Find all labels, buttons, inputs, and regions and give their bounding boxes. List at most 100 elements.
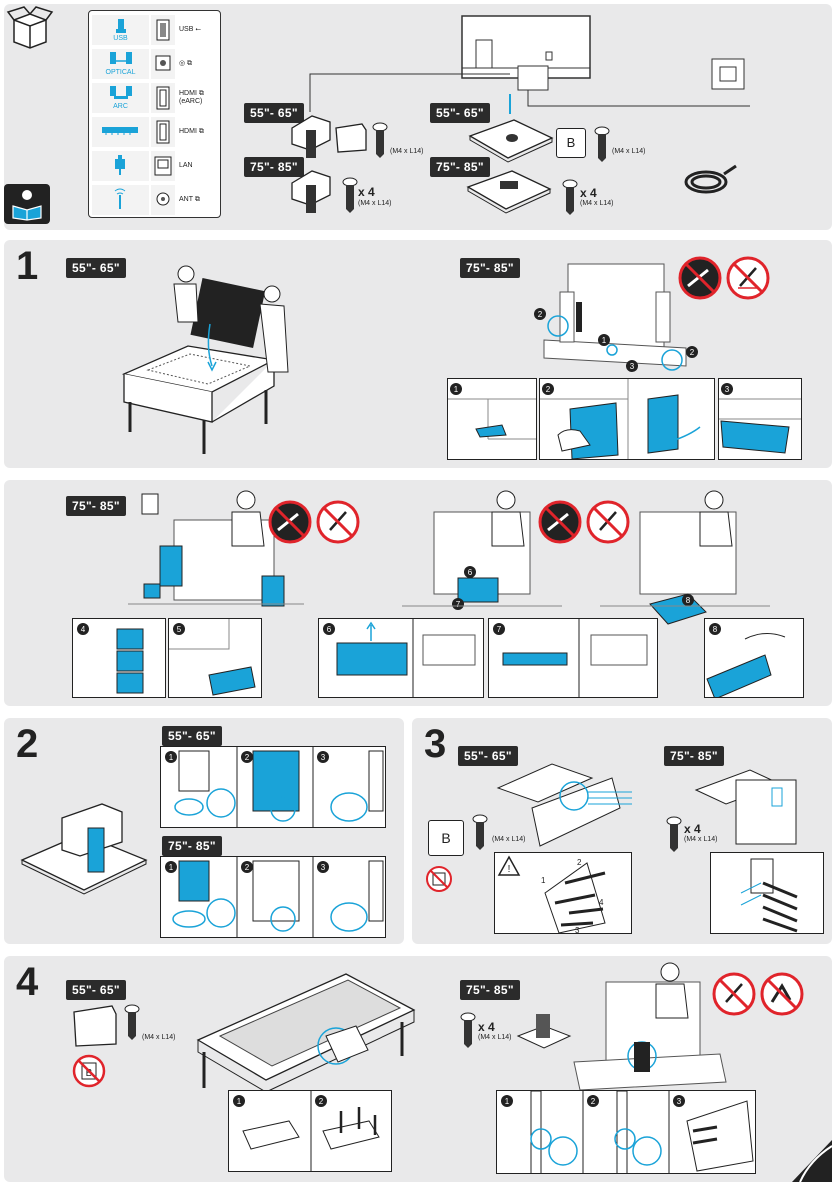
no-cutting-icon (712, 972, 756, 1016)
svg-text:3: 3 (321, 753, 326, 762)
screw-spec-label: (M4 x L14) (358, 200, 392, 207)
tv-rear-illustration (309, 15, 750, 114)
screw-icon (594, 126, 610, 162)
svg-text:1: 1 (169, 863, 174, 872)
box-icon (6, 6, 54, 49)
unpacking-illustration-a (128, 490, 304, 607)
port-row-hdmi-arc: ARC HDMI ⧉ (eARC) (89, 81, 220, 114)
screw-spec-label: (M4 x L14) (390, 148, 424, 155)
step1-inset-2: 2 (539, 378, 715, 460)
screw-icon (342, 177, 358, 213)
svg-text:1: 1 (237, 1097, 242, 1106)
svg-text:2: 2 (577, 858, 582, 867)
manual-reading-icon (4, 184, 50, 224)
size-tag-75-85: 75"- 85" (430, 157, 490, 177)
no-knife-icon (678, 256, 722, 300)
tv-in-packaging-illustration: 2 2 1 3 (534, 263, 698, 372)
step1-inset-1: 1 (447, 378, 537, 460)
port-label: OPTICAL (105, 69, 136, 76)
stand-neck-small (291, 115, 331, 158)
stand-base-small (468, 119, 554, 163)
svg-text:7: 7 (456, 600, 461, 609)
svg-text:1: 1 (505, 1097, 510, 1106)
svg-text:!: ! (508, 864, 511, 875)
svg-text:3: 3 (575, 926, 580, 934)
step-number: 3 (424, 722, 447, 766)
step2-small-insets: 1 2 3 (160, 746, 386, 828)
svg-text:B: B (86, 1068, 93, 1079)
svg-text:2: 2 (245, 753, 250, 762)
stand-neck-large (291, 170, 331, 213)
port-label: ARC (113, 103, 128, 110)
stand-to-tv-small-illustration (496, 763, 632, 847)
port-row-optical: OPTICAL ◎ ⧉ (89, 47, 220, 80)
screw-icon (562, 179, 578, 215)
svg-text:8: 8 (686, 596, 691, 605)
svg-text:6: 6 (468, 568, 473, 577)
size-tag-75-85: 75"- 85" (460, 258, 520, 278)
size-tag-75-85: 75"- 85" (162, 836, 222, 856)
callout-2: 2 (538, 310, 543, 319)
svg-text:6: 6 (327, 625, 332, 634)
step2-large-insets: 1 2 3 (160, 856, 386, 938)
size-tag-75-85: 75"- 85" (244, 157, 304, 177)
size-tag-55-65: 55"- 65" (66, 980, 126, 1000)
screw-spec-label: (M4 x L14) (492, 836, 526, 843)
size-tag-55-65: 55"- 65" (244, 103, 304, 123)
port-name: USB ⭠ (179, 25, 201, 33)
screw-count-label: x 4 (478, 1020, 495, 1034)
port-row-ant: ANT ⧉ (89, 183, 220, 216)
size-tag-55-65: 55"- 65" (162, 726, 222, 746)
step-number: 2 (16, 722, 39, 766)
step3-large-inset (710, 852, 824, 934)
bracket-b-box: B (428, 820, 464, 856)
no-knife-icon (538, 500, 582, 544)
power-cord-icon (684, 164, 737, 194)
port-name: ANT ⧉ (179, 195, 200, 203)
no-cutting-icon (586, 500, 630, 544)
no-cover-icon (426, 866, 452, 892)
page-turn-icon (792, 1140, 833, 1183)
size-tag-55-65: 55"- 65" (66, 258, 126, 278)
no-cutting-icon (316, 500, 360, 544)
tv-with-stand-illustration (573, 962, 727, 1091)
cover-piece (73, 1005, 117, 1047)
stand-assembly-illustration (20, 803, 148, 895)
stand-to-tv-large-illustration (694, 769, 797, 845)
svg-text:1: 1 (454, 385, 459, 394)
no-cutting-icon (726, 256, 770, 300)
svg-text:7: 7 (497, 625, 502, 634)
size-tag-75-85: 75"- 85" (460, 980, 520, 1000)
no-knife-icon (268, 500, 312, 544)
svg-text:2: 2 (245, 863, 250, 872)
no-lifting-icon (760, 972, 804, 1016)
unpacking-illustration-c: 8 (600, 490, 770, 625)
screw-icon (372, 122, 388, 158)
step3-warning-inset: ! 1 2 4 3 (494, 852, 632, 934)
svg-text:3: 3 (725, 385, 730, 394)
screw-count-label: x 4 (580, 186, 597, 200)
cover-piece (335, 123, 367, 153)
stand-piece-illustration (516, 1014, 572, 1049)
screw-icon (124, 1004, 140, 1040)
screw-spec-label: (M4 x L14) (478, 1034, 512, 1041)
port-name: ◎ ⧉ (179, 60, 193, 67)
screw-icon (666, 816, 682, 852)
size-tag-55-65: 55"- 65" (458, 746, 518, 766)
callout-1: 1 (602, 336, 607, 345)
callout-3: 3 (630, 362, 635, 371)
port-name: LAN (179, 162, 193, 169)
step1-inset-8: 8 (704, 618, 804, 698)
svg-text:3: 3 (677, 1097, 682, 1106)
port-name: HDMI ⧉ (179, 127, 204, 135)
screw-count-label: x 4 (684, 822, 701, 836)
port-row-lan: LAN (89, 149, 220, 182)
size-tag-55-65: 55"- 65" (430, 103, 490, 123)
step-number: 1 (16, 244, 39, 288)
port-row-usb: USB USB ⭠ (89, 13, 220, 46)
bracket-b-box: B (556, 128, 586, 158)
port-table: USB USB ⭠ OPTICAL ◎ ⧉ ARC HDMI ⧉ (eARC) … (88, 10, 221, 218)
port-row-hdmi: HDMI ⧉ (89, 115, 220, 148)
screw-spec-label: (M4 x L14) (142, 1034, 176, 1041)
size-tag-75-85: 75"- 85" (664, 746, 724, 766)
